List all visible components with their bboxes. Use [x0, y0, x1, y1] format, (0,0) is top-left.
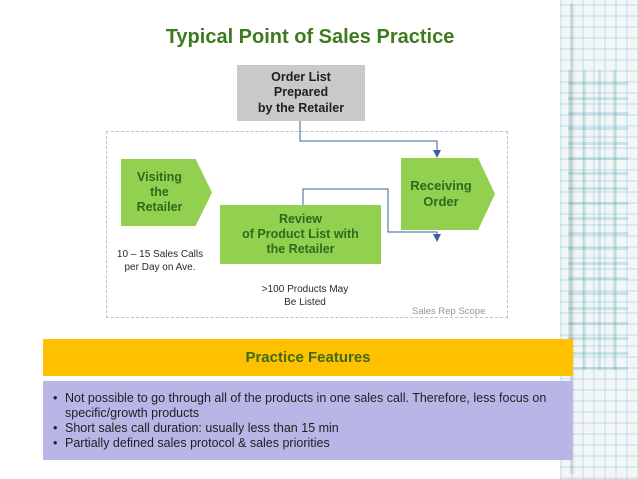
visiting-retailer-arrow: Visiting the Retailer [121, 159, 212, 226]
order-list-box: Order List Prepared by the Retailer [237, 65, 365, 121]
slide-title: Typical Point of Sales Practice [165, 26, 455, 48]
feature-item: Partially defined sales protocol & sales… [53, 436, 565, 451]
feature-item: Not possible to go through all of the pr… [53, 391, 565, 421]
sales-calls-note: 10 – 15 Sales Calls per Day on Ave. [116, 249, 204, 273]
practice-features-list: Not possible to go through all of the pr… [43, 381, 573, 460]
sales-rep-scope-boundary [106, 131, 508, 318]
scope-label: Sales Rep Scope [412, 306, 486, 317]
receiving-order-arrow: Receiving Order [401, 158, 495, 230]
connector-review-to-receiving [302, 188, 441, 242]
review-product-list-box: Review of Product List with the Retailer [220, 205, 381, 264]
practice-features-heading: Practice Features [43, 339, 573, 376]
products-note: >100 Products May Be Listed [261, 284, 349, 308]
connector-order-to-receiving [299, 121, 441, 158]
decorative-grid-border [560, 0, 638, 479]
decorative-shadow [570, 4, 576, 474]
feature-item: Short sales call duration: usually less … [53, 421, 565, 436]
